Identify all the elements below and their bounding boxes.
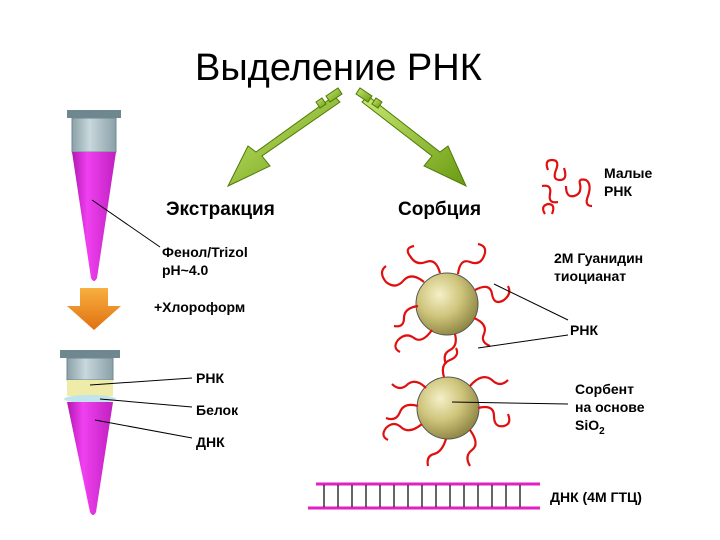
sorbent-formula: SiO	[575, 417, 600, 433]
reagent-label: Фенол/Trizol pH~4.0	[162, 243, 248, 279]
sorbent-label: Сорбент на основе SiO2	[575, 380, 645, 441]
tube-after	[60, 350, 120, 515]
bound-rna-strands	[382, 347, 511, 467]
chloroform-label: +Хлороформ	[154, 299, 246, 315]
sorbent-bead-lower	[382, 347, 511, 467]
arrow-to-sorption	[355, 87, 468, 188]
page-title: Выделение РНК	[195, 47, 482, 89]
tube-liquid	[72, 152, 116, 281]
sorbent-line2: на основе	[575, 399, 645, 415]
tube-cap-body	[71, 117, 117, 153]
tube-cap-body	[66, 357, 114, 381]
rna-layer-label: РНК	[196, 370, 224, 386]
dna-ladder	[308, 482, 540, 510]
sorbent-line1: Сорбент	[575, 381, 634, 397]
small-rna-line1: Малые	[604, 165, 653, 181]
dna-layer	[67, 402, 113, 515]
guanidine-label: 2М Гуанидин тиоцианат	[554, 249, 643, 285]
protein-layer-label: Белок	[196, 402, 239, 418]
dna-gtc-label: ДНК (4М ГТЦ)	[550, 489, 642, 505]
rna-layer	[67, 380, 113, 396]
small-rna-label: Малые РНК	[604, 164, 652, 200]
leader-rna-layer	[89, 377, 193, 386]
down-arrow	[67, 288, 121, 330]
split-arrows	[226, 87, 468, 188]
leader-rna-upper	[493, 283, 569, 321]
sorption-leaders	[451, 283, 569, 405]
bead	[415, 272, 479, 336]
branch-extraction-heading: Экстракция	[166, 199, 275, 220]
reagent-line2: pH~4.0	[162, 262, 209, 278]
leader-sorbent	[451, 401, 569, 405]
small-rna-strands	[541, 158, 593, 215]
tube-before	[67, 110, 121, 281]
small-rna-line2: РНК	[604, 183, 632, 199]
guanidine-line1: 2М Гуанидин	[554, 250, 644, 266]
tube-cap	[67, 110, 121, 118]
sorbent-bead-upper	[380, 242, 511, 365]
dna-layer-label: ДНК	[196, 434, 225, 450]
branch-sorption-heading: Сорбция	[398, 199, 482, 220]
arrow-to-extraction	[226, 87, 343, 188]
leader-rna-lower	[477, 334, 569, 349]
extraction-leaders	[89, 199, 193, 439]
bound-rna-strands	[380, 242, 511, 365]
dna-rungs	[323, 485, 521, 507]
bound-rna-label: РНК	[570, 322, 598, 338]
tube-cap	[60, 350, 120, 358]
leader-dna	[94, 419, 193, 439]
leader-reagent	[91, 199, 161, 248]
protein-layer	[64, 395, 116, 403]
guanidine-line2: тиоцианат	[554, 268, 627, 284]
sorbent-formula-subscript: 2	[599, 425, 605, 437]
sorbent-line3: SiO2	[575, 416, 645, 441]
leader-protein	[99, 398, 193, 408]
bead	[416, 376, 480, 440]
reagent-line1: Фенол/Trizol	[162, 244, 248, 260]
